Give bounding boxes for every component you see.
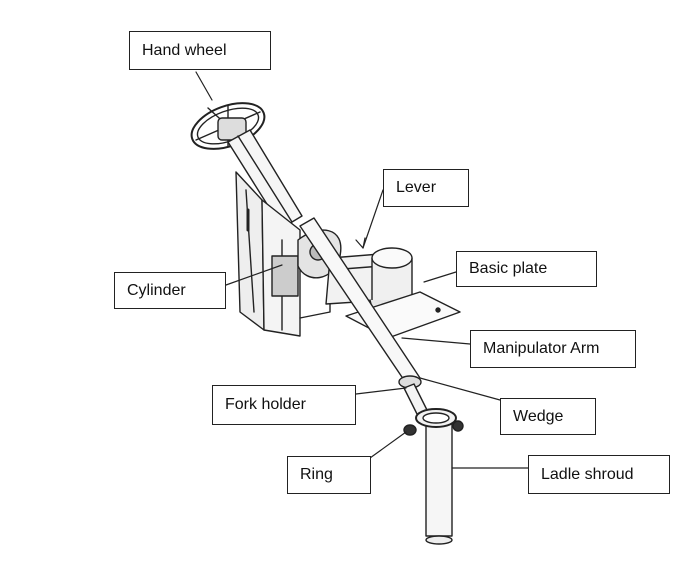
manipulator-arm-label: Manipulator Arm [470,330,636,368]
cylinder-label: Cylinder [114,272,226,309]
basic-plate-leader [423,271,457,283]
wedge-leader [419,377,501,401]
fork-holder-label: Fork holder [212,385,356,425]
fork-holder-leader [355,387,407,395]
ring-label: Ring [287,456,371,494]
leader-lines [195,71,529,469]
ring-leader [369,431,407,459]
hand-wheel-label: Hand wheel [129,31,271,70]
cylinder-leader [225,264,283,286]
ladle-shroud-label: Ladle shroud [528,455,670,494]
ladle-shroud-part [415,408,457,545]
lever-label: Lever [383,169,469,207]
basic-plate-label: Basic plate [456,251,597,287]
ring-part [403,420,464,436]
hand-wheel-leader [195,71,213,101]
upper-shaft [227,129,303,229]
manipulator-arm-leader [401,337,471,345]
wedge-label: Wedge [500,398,596,435]
lever-leader [362,189,384,249]
